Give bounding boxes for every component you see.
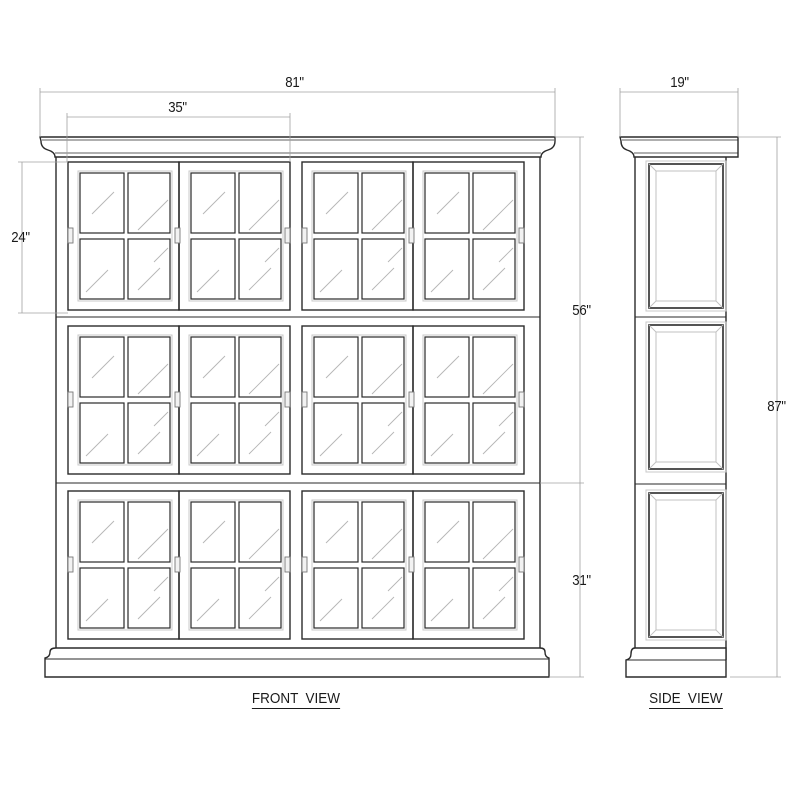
dim-door-group-width: 35" xyxy=(168,99,187,116)
side-view-title: SIDE VIEW xyxy=(649,690,723,709)
side-view xyxy=(619,136,739,678)
front-dimensions xyxy=(18,88,584,678)
front-view-title: FRONT VIEW xyxy=(251,690,340,709)
dim-upper-height: 56" xyxy=(572,302,591,319)
dim-top-row-height: 24" xyxy=(11,229,30,246)
front-view xyxy=(39,136,556,678)
side-base xyxy=(625,647,727,678)
dim-side-height: 87" xyxy=(767,398,786,415)
crown-molding xyxy=(39,136,556,158)
base-plinth xyxy=(44,647,550,678)
dim-lower-height: 31" xyxy=(572,572,591,589)
side-dimensions xyxy=(619,88,781,678)
dim-side-depth: 19" xyxy=(670,74,689,91)
dim-overall-width: 81" xyxy=(285,74,304,91)
side-crown xyxy=(619,136,739,158)
